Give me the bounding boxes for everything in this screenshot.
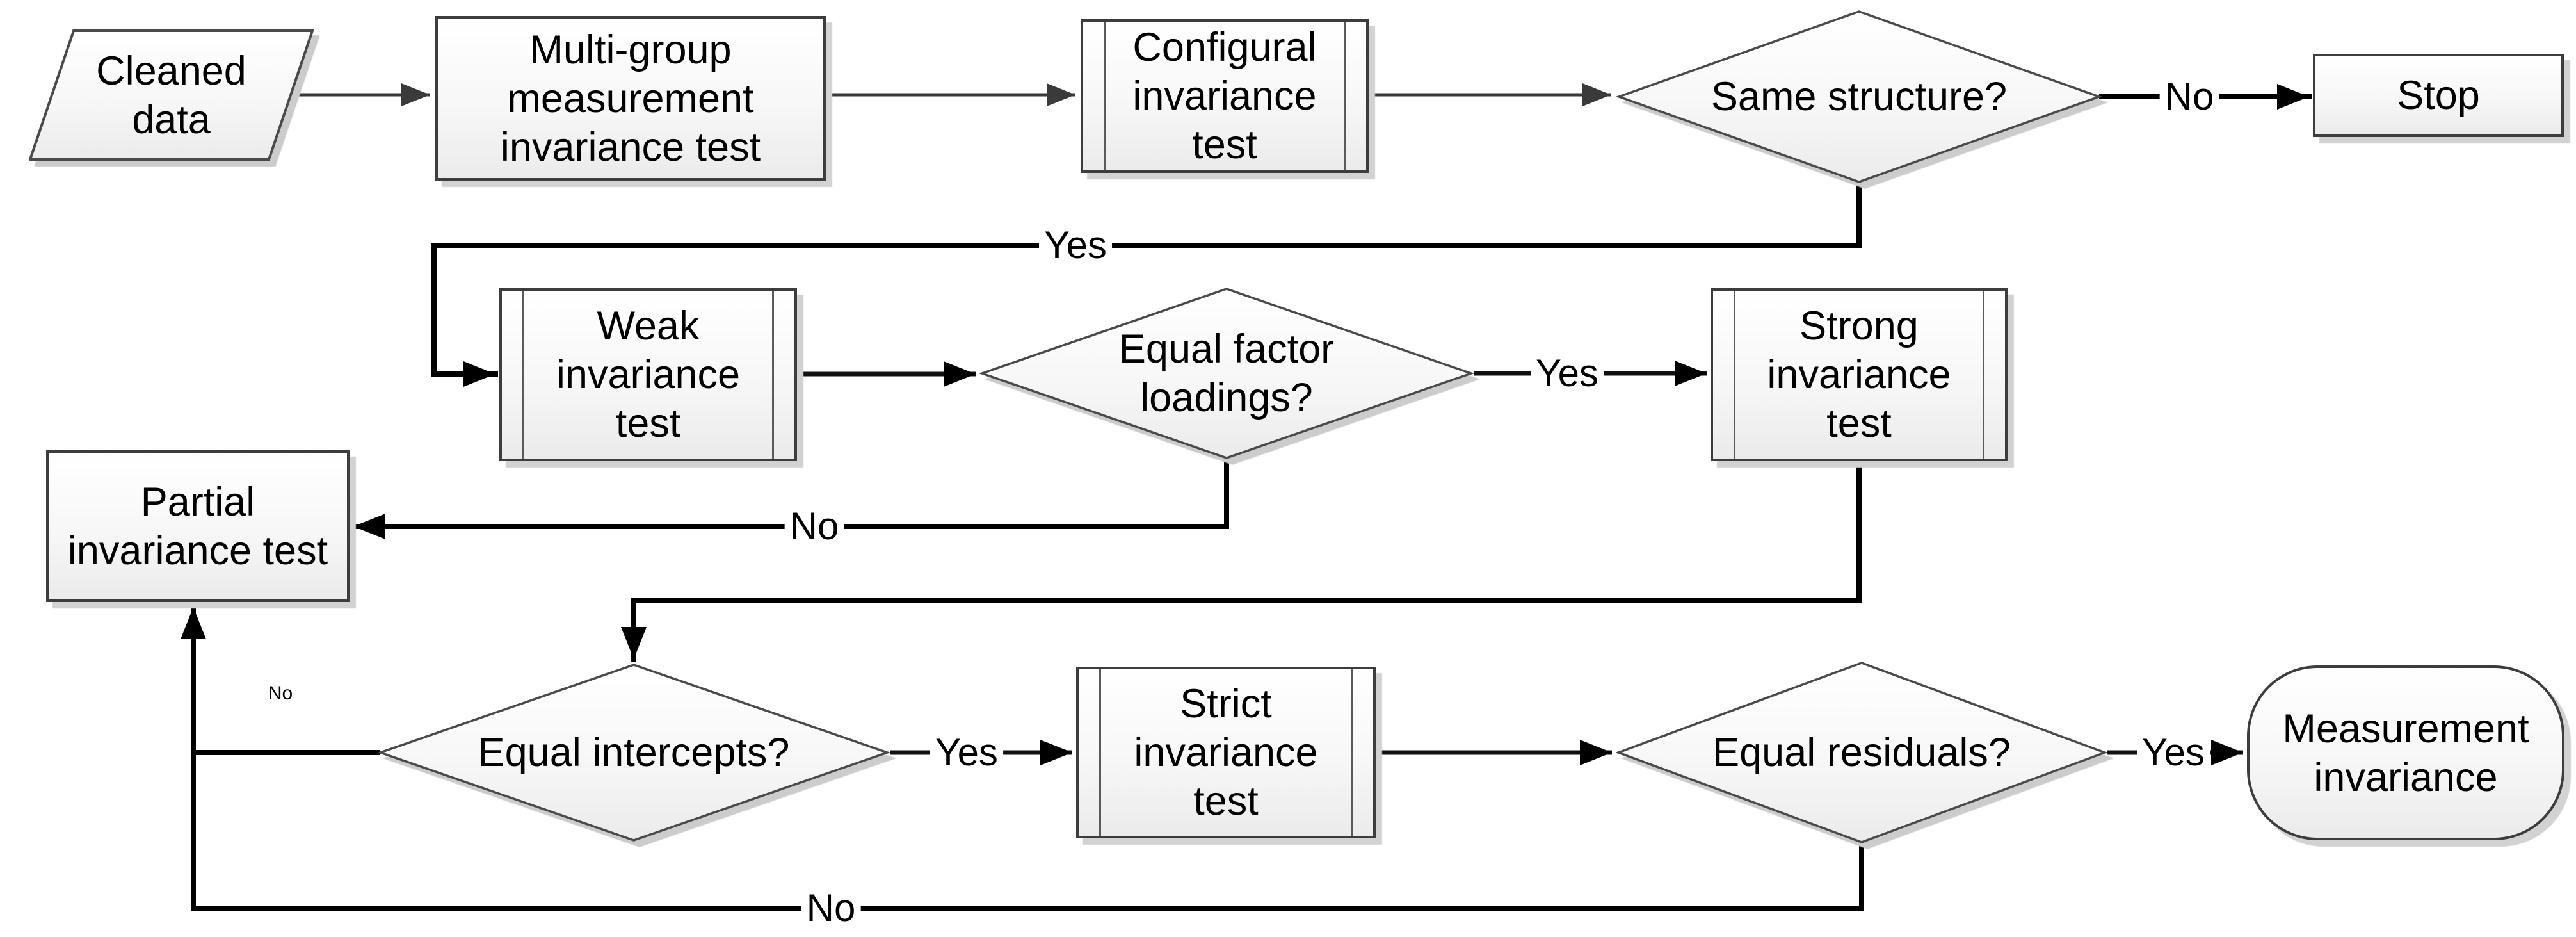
node-label: Same structure? (1711, 74, 2008, 119)
node-label: Equal intercepts? (478, 730, 790, 775)
node-label: Multi-group measurement invariance test (500, 27, 761, 170)
node-equal-intercepts-decision: Equal intercepts? (378, 663, 890, 842)
edge-label-no: No (2159, 77, 2219, 116)
node-strict-test: Strict invariance test (1076, 667, 1376, 838)
diamond-shape (1616, 10, 2102, 183)
node-configural-test: Configural invariance test (1081, 19, 1369, 173)
node-label: Strict invariance test (1134, 681, 1318, 824)
edge-label-yes: Yes (930, 733, 1003, 772)
edge-label-no: No (268, 683, 293, 704)
node-weak-test: Weak invariance test (499, 288, 797, 461)
node-same-structure-decision: Same structure? (1616, 10, 2102, 184)
node-label: Cleaned data (96, 48, 246, 142)
diamond-shape (979, 288, 1474, 459)
node-label: Equal residuals? (1712, 730, 2011, 775)
node-partial-test: Partial invariance test (46, 450, 350, 602)
diamond-shape (378, 664, 890, 842)
node-cleaned-data: Cleaned data (29, 29, 314, 161)
node-label: Strong invariance test (1767, 304, 1951, 446)
node-multi-group-test: Multi-group measurement invariance test (435, 16, 826, 181)
edge-label-yes: Yes (2137, 733, 2210, 772)
node-strong-test: Strong invariance test (1711, 288, 2008, 461)
node-label: Measurement invariance (2282, 706, 2529, 800)
edge-label-yes: Yes (1039, 226, 1112, 265)
node-label: Equal factor loadings? (1118, 327, 1335, 420)
node-label: Weak invariance test (556, 304, 741, 446)
node-measurement-invariance: Measurement invariance (2247, 665, 2564, 840)
node-label: Configural invariance test (1132, 25, 1317, 167)
node-stop: Stop (2313, 54, 2564, 137)
diamond-shape (1616, 662, 2107, 843)
node-label: Partial invariance test (67, 479, 328, 573)
edge-label-no: No (784, 507, 844, 546)
parallelogram-shape (29, 29, 314, 161)
edge-label-yes: Yes (1531, 354, 1604, 393)
edge-label-no: No (801, 889, 861, 927)
node-label: Stop (2397, 73, 2480, 118)
node-equal-factor-loadings-decision: Equal factor loadings? (979, 287, 1474, 460)
node-equal-residuals-decision: Equal residuals? (1616, 661, 2107, 844)
